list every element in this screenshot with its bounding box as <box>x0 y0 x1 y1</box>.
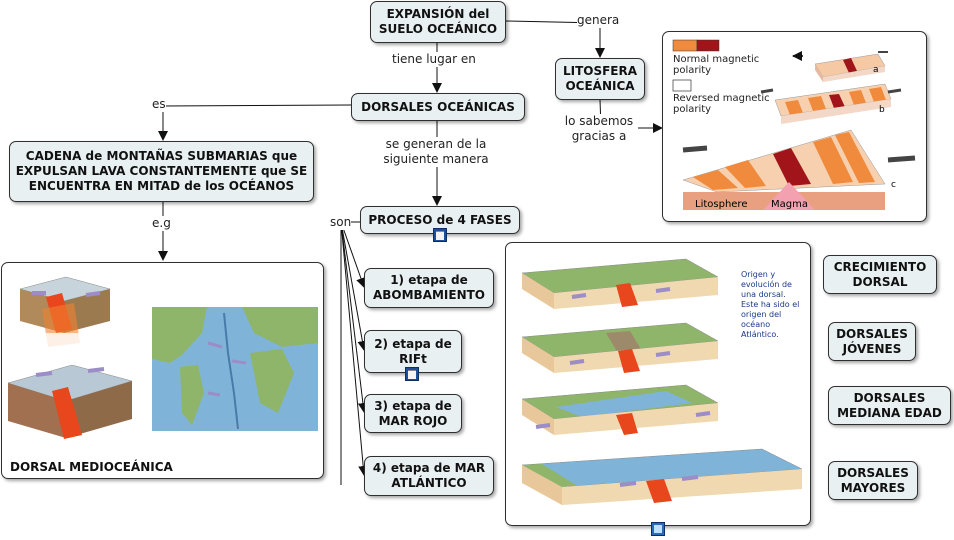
node-etapa-1-text: 1) etapa de ABOMBAMIENTO <box>365 273 493 303</box>
label-c: c <box>891 180 896 190</box>
magnetic-polarity-image[interactable]: a b Litosphere Magma c Norma <box>662 31 927 222</box>
node-mediana-text: DORSALES MEDIANA EDAD <box>829 391 950 421</box>
document-icon[interactable] <box>433 228 447 242</box>
node-expansion[interactable]: EXPANSIÓN del SUELO OCEÁNICO <box>370 1 506 43</box>
node-proceso-text: PROCESO de 4 FASES <box>368 213 511 228</box>
node-litosfera-text: LITOSFERA OCEÁNICA <box>556 64 644 94</box>
label-es: es <box>152 97 166 112</box>
node-etapa-2-text: 2) etapa de RIFt <box>365 337 461 367</box>
legend-normal: Normal magnetic polarity <box>673 54 763 76</box>
label-b: b <box>879 105 885 115</box>
node-dorsales-text: DORSALES OCEÁNICAS <box>361 100 515 115</box>
node-etapa-3-text: 3) etapa de MAR ROJO <box>365 399 461 429</box>
node-cadena-text: CADENA de MONTAÑAS SUBMARIAS que EXPULSA… <box>10 149 313 194</box>
image-icon[interactable] <box>651 522 665 536</box>
node-expansion-text: EXPANSIÓN del SUELO OCEÁNICO <box>371 7 505 37</box>
node-etapa-3[interactable]: 3) etapa de MAR ROJO <box>364 394 462 433</box>
label-magma: Magma <box>771 199 808 210</box>
dorsal-caption: DORSAL MEDIOCEÁNICA <box>10 460 173 474</box>
legend-reversed: Reversed magnetic polarity <box>673 93 773 115</box>
label-a: a <box>873 65 879 75</box>
atlantic-note: Origen y evolución de una dorsal. Este h… <box>741 270 801 340</box>
label-eg: e.g <box>152 216 171 231</box>
node-crecimiento[interactable]: CRECIMIENTO DORSAL <box>823 255 937 294</box>
node-etapa-4[interactable]: 4) etapa de MAR ATLÁNTICO <box>364 456 494 496</box>
node-mediana[interactable]: DORSALES MEDIANA EDAD <box>828 386 951 425</box>
label-lo-sabemos: lo sabemos gracias a <box>560 114 638 144</box>
dorsal-image-panel[interactable]: DORSAL MEDIOCEÁNICA <box>1 262 324 479</box>
node-jovenes-text: DORSALES JÓVENES <box>829 327 915 357</box>
node-cadena[interactable]: CADENA de MONTAÑAS SUBMARIAS que EXPULSA… <box>9 141 314 202</box>
node-mayores-text: DORSALES MAYORES <box>829 466 917 496</box>
label-son: son <box>330 215 351 230</box>
label-tiene-lugar: tiene lugar en <box>392 52 476 67</box>
document-icon[interactable] <box>405 367 419 381</box>
node-etapa-1[interactable]: 1) etapa de ABOMBAMIENTO <box>364 268 494 308</box>
node-litosfera[interactable]: LITOSFERA OCEÁNICA <box>555 58 645 100</box>
node-mayores[interactable]: DORSALES MAYORES <box>828 461 918 500</box>
label-litosphere: Litosphere <box>695 199 747 210</box>
node-jovenes[interactable]: DORSALES JÓVENES <box>828 322 916 361</box>
ocean-evolution-panel[interactable]: Origen y evolución de una dorsal. Este h… <box>505 242 811 526</box>
label-genera: genera <box>577 13 619 28</box>
dorsal-block-illustration <box>2 263 323 478</box>
node-dorsales[interactable]: DORSALES OCEÁNICAS <box>351 93 525 121</box>
node-etapa-4-text: 4) etapa de MAR ATLÁNTICO <box>365 461 493 491</box>
node-crecimiento-text: CRECIMIENTO DORSAL <box>824 260 936 290</box>
label-se-generan: se generan de la siguiente manera <box>375 137 497 167</box>
link-es <box>163 105 351 140</box>
